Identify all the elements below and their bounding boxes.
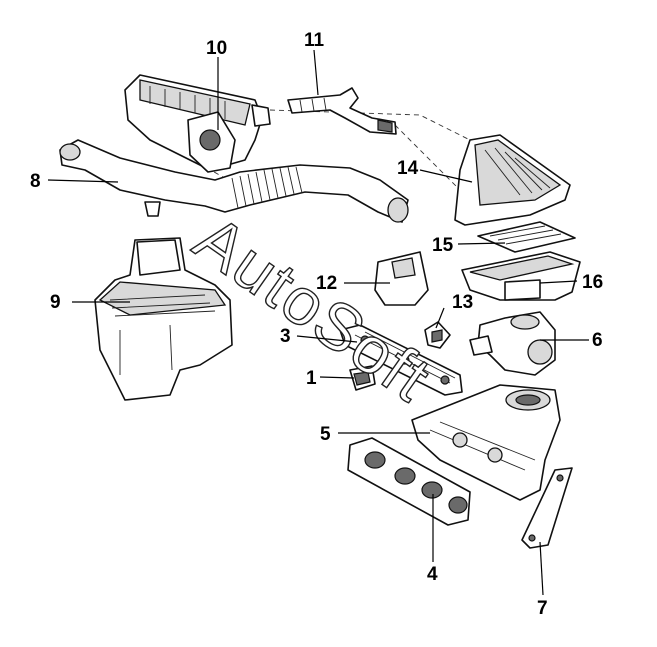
callout-16: 16	[582, 272, 603, 293]
callout-labels: 10 11 8 14 15 16 12 9 13 6 3 1 5 4 7	[30, 30, 603, 619]
callout-12: 12	[316, 273, 337, 294]
part-11-breather-hose	[287, 87, 397, 135]
part-9-air-box	[94, 237, 233, 401]
part-4-manifold-gasket	[347, 437, 471, 526]
part-10-air-filter-housing	[124, 74, 271, 173]
part-5-exhaust-manifold	[411, 384, 561, 501]
part-3-fuel-rail	[339, 324, 463, 396]
callout-11: 11	[304, 30, 325, 51]
part-16-air-filter-base	[461, 251, 581, 301]
part-13-sensor	[424, 321, 451, 349]
callout-3: 3	[280, 326, 291, 347]
part-7-support-bracket	[521, 467, 573, 549]
callout-10: 10	[206, 38, 227, 59]
part-1-sensor-plug	[349, 365, 376, 391]
callout-5: 5	[320, 424, 331, 445]
part-6-throttle-body	[469, 311, 556, 376]
callout-14: 14	[397, 158, 419, 179]
callout-1: 1	[306, 368, 317, 389]
callout-6: 6	[592, 330, 603, 351]
callout-9: 9	[50, 292, 61, 313]
callout-4: 4	[427, 564, 438, 585]
callout-7: 7	[537, 598, 548, 619]
part-12-mounting-bracket	[374, 251, 429, 306]
part-15-filter-element	[477, 221, 576, 253]
callout-8: 8	[30, 171, 41, 192]
leader-lines	[47, 49, 589, 596]
callout-15: 15	[432, 235, 454, 256]
callout-13: 13	[452, 292, 473, 313]
part-8-intake-duct	[59, 139, 409, 223]
part-14-air-filter-cover	[454, 134, 571, 226]
